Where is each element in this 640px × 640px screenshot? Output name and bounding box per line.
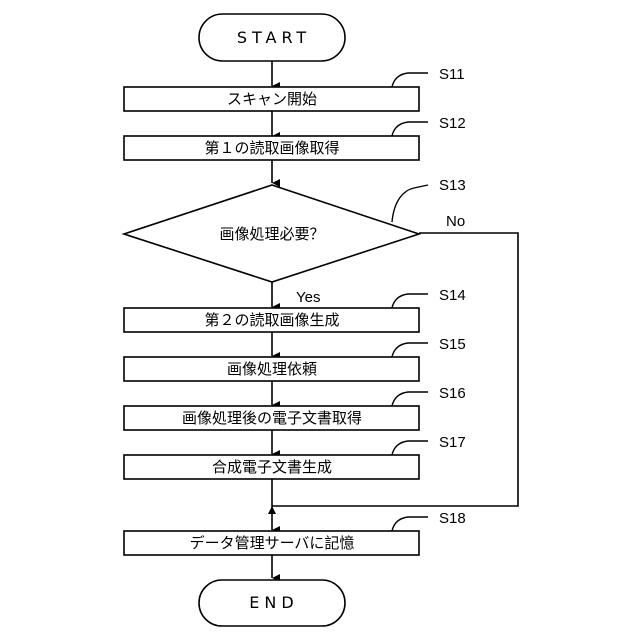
step-s11: スキャン開始 bbox=[124, 87, 419, 111]
step-id-s14: S14 bbox=[439, 287, 466, 304]
step-id-s16: S16 bbox=[439, 385, 466, 402]
step-s16: 画像処理後の電子文書取得 bbox=[124, 406, 419, 430]
start-label: START bbox=[237, 28, 311, 47]
step-id-s11: S11 bbox=[439, 66, 465, 83]
end-label: END bbox=[249, 593, 298, 612]
step-s15: 画像処理依頼 bbox=[124, 357, 419, 381]
step-s14-label: 第２の読取画像生成 bbox=[204, 311, 339, 329]
decision-s13-label: 画像処理必要？ bbox=[219, 225, 324, 243]
yes-label: Yes bbox=[296, 289, 320, 306]
step-s12: 第１の読取画像取得 bbox=[124, 136, 419, 160]
step-s15-label: 画像処理依頼 bbox=[227, 360, 317, 378]
decision-s13: 画像処理必要？ bbox=[124, 185, 419, 282]
step-s12-label: 第１の読取画像取得 bbox=[204, 139, 339, 157]
leader-s17 bbox=[392, 441, 428, 455]
step-s18-label: データ管理サーバに記憶 bbox=[190, 534, 355, 552]
end-terminator: END bbox=[199, 580, 345, 626]
step-s16-label: 画像処理後の電子文書取得 bbox=[182, 409, 362, 427]
leader-s11 bbox=[392, 73, 428, 87]
step-s17-label: 合成電子文書生成 bbox=[212, 458, 332, 476]
start-terminator: START bbox=[199, 14, 345, 61]
no-label: No bbox=[446, 213, 465, 230]
step-s14: 第２の読取画像生成 bbox=[124, 308, 419, 332]
step-id-s13: S13 bbox=[439, 177, 466, 194]
step-s18: データ管理サーバに記憶 bbox=[124, 531, 419, 555]
leader-s15 bbox=[392, 343, 428, 357]
leader-s13 bbox=[392, 185, 428, 222]
step-id-s18: S18 bbox=[439, 510, 466, 527]
leader-s12 bbox=[392, 122, 428, 136]
step-id-s17: S17 bbox=[439, 434, 466, 451]
step-id-s15: S15 bbox=[439, 336, 466, 353]
step-id-s12: S12 bbox=[439, 115, 466, 132]
step-s17: 合成電子文書生成 bbox=[124, 455, 419, 479]
step-s11-label: スキャン開始 bbox=[227, 90, 317, 108]
leader-s18 bbox=[392, 517, 428, 531]
leader-s16 bbox=[392, 392, 428, 406]
leader-s14 bbox=[392, 294, 428, 308]
